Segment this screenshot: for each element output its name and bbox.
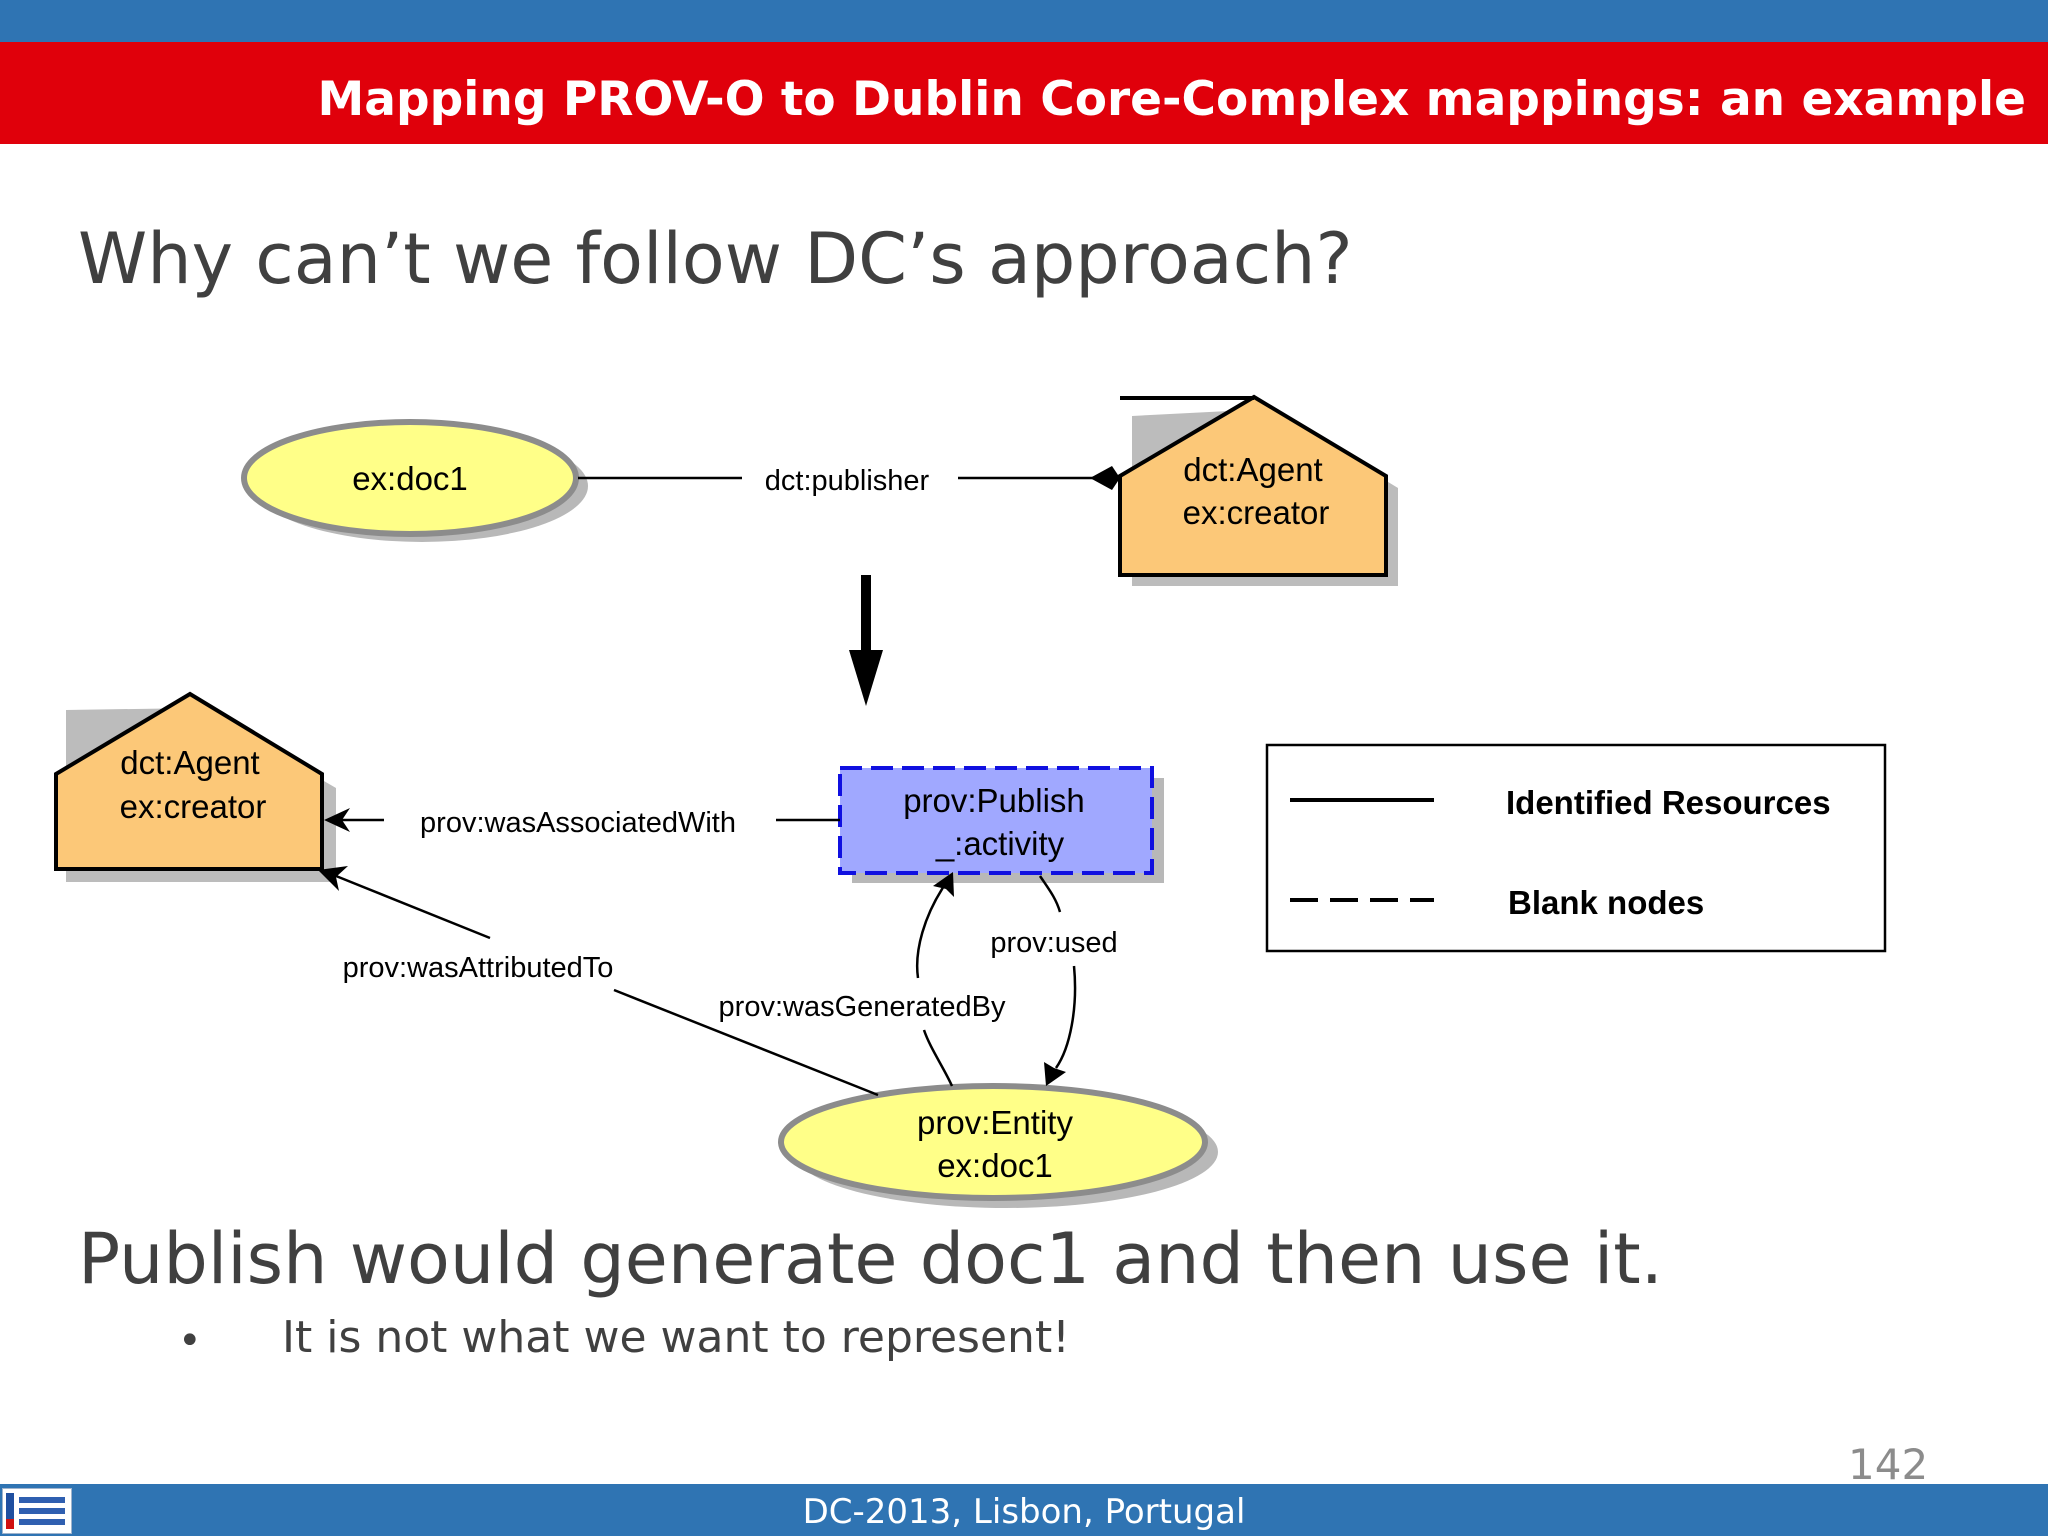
bullet-marker: • [178, 1318, 202, 1364]
footer-bar: DC-2013, Lisbon, Portugal [0, 1484, 2048, 1536]
slide-title: Mapping PROV-O to Dublin Core-Complex ma… [317, 72, 2026, 127]
top-agent-line2: ex:creator [1183, 494, 1330, 531]
title-bar: Mapping PROV-O to Dublin Core-Complex ma… [0, 42, 2048, 144]
activity-node: prov:Publish _:activity [838, 766, 1164, 883]
slide-question: Why can’t we follow DC’s approach? [78, 218, 1353, 300]
entity-line1: prov:Entity [917, 1104, 1073, 1141]
top-agent-line1: dct:Agent [1183, 451, 1322, 488]
entity-node: prov:Entity ex:doc1 [778, 1083, 1218, 1208]
publisher-edge: dct:publisher [578, 465, 1120, 497]
top-doc-label: ex:doc1 [352, 460, 468, 497]
bottom-agent-line2: ex:creator [120, 788, 267, 825]
footer-text: DC-2013, Lisbon, Portugal [802, 1492, 1246, 1532]
top-accent-bar [0, 0, 2048, 42]
top-doc-node: ex:doc1 [241, 419, 588, 542]
top-agent-node: dct:Agent ex:creator [1118, 394, 1398, 586]
bullet-text: It is not what we want to represent! [282, 1312, 1070, 1363]
used-edge-label: prov:used [990, 927, 1117, 959]
entity-line2: ex:doc1 [937, 1147, 1053, 1184]
legend-blank-label: Blank nodes [1508, 884, 1704, 921]
activity-line1: prov:Publish [903, 782, 1085, 819]
bottom-agent-line1: dct:Agent [120, 744, 259, 781]
bottom-agent-node: dct:Agent ex:creator [54, 691, 336, 882]
attributed-edge: prov:wasAttributedTo [318, 866, 879, 1097]
publisher-edge-label: dct:publisher [765, 465, 930, 497]
associated-edge-label: prov:wasAssociatedWith [420, 807, 736, 839]
legend-identified-label: Identified Resources [1506, 784, 1831, 821]
organization-logo [2, 1488, 72, 1534]
used-edge: prov:used [990, 875, 1118, 1086]
legend: Identified Resources Blank nodes [1265, 743, 1887, 953]
page-number: 142 [1848, 1440, 1929, 1489]
slide-statement: Publish would generate doc1 and then use… [78, 1218, 1663, 1300]
associated-edge: prov:wasAssociatedWith [324, 807, 840, 839]
attributed-edge-label: prov:wasAttributedTo [343, 952, 614, 984]
generated-edge: prov:wasGeneratedBy [719, 872, 1006, 1087]
generated-edge-label: prov:wasGeneratedBy [719, 991, 1006, 1023]
activity-line2: _:activity [935, 825, 1065, 862]
down-arrow [849, 575, 883, 706]
